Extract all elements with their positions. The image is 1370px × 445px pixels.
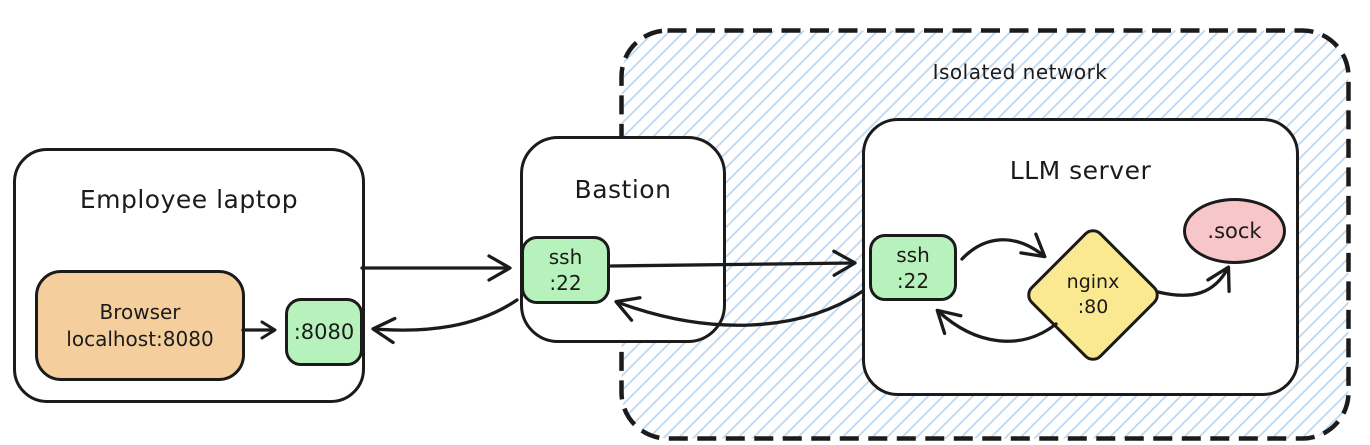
isolated-network-label: Isolated network (932, 60, 1108, 84)
sock-node: .sock (1183, 198, 1286, 264)
browser-label-line2: localhost:8080 (66, 326, 214, 351)
bastion-node: Bastion ssh :22 (520, 136, 726, 343)
nginx-label: nginx :80 (1067, 270, 1120, 320)
employee-laptop-title: Employee laptop (79, 185, 299, 214)
llm-server-node: LLM server ssh :22 nginx :80 .sock (862, 118, 1299, 396)
llm-server-title: LLM server (1009, 156, 1152, 185)
port-8080-node: :8080 (285, 298, 363, 366)
sock-label: .sock (1207, 219, 1262, 243)
llm-ssh-node: ssh :22 (869, 234, 957, 301)
bastion-ssh-label-line2: :22 (549, 271, 582, 295)
port-8080-label: :8080 (293, 320, 355, 344)
bastion-ssh-label-line1: ssh (548, 245, 583, 269)
llm-ssh-label-line2: :22 (896, 268, 930, 293)
bastion-title: Bastion (574, 175, 672, 204)
nginx-label-line1: nginx (1066, 271, 1120, 293)
bastion-ssh-node: ssh :22 (521, 236, 610, 304)
browser-node: Browser localhost:8080 (35, 270, 245, 381)
browser-label-line1: Browser (99, 299, 181, 324)
employee-laptop-node: Employee laptop Browser localhost:8080 :… (13, 148, 365, 403)
arrow-bastion-ssh-to-8080 (371, 298, 519, 345)
nginx-label-line2: :80 (1077, 296, 1109, 318)
llm-ssh-label-line1: ssh (896, 242, 930, 267)
